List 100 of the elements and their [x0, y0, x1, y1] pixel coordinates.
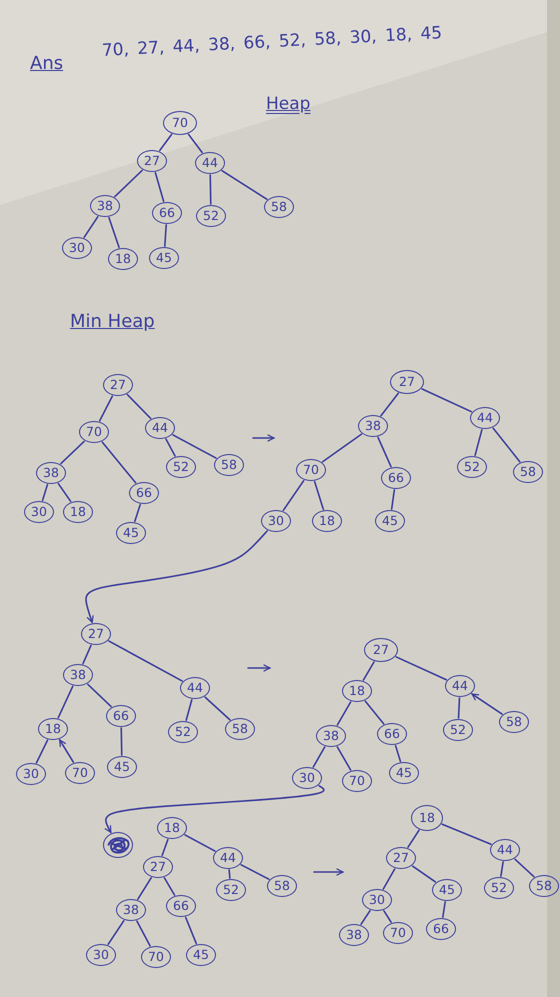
tree-node — [411, 805, 443, 831]
tree-node — [36, 462, 66, 484]
tree-edge — [312, 746, 326, 768]
tree-node — [129, 482, 159, 504]
tree-node — [180, 677, 210, 699]
tree-node — [389, 762, 419, 784]
node-value: 66 — [113, 710, 129, 722]
tree-node — [316, 725, 346, 747]
tree-node — [358, 415, 388, 437]
tree-edge — [228, 869, 231, 879]
node-value: 44 — [220, 852, 236, 864]
node-value: 18 — [115, 252, 131, 266]
tree-node — [79, 421, 109, 443]
node-value: 52 — [464, 460, 480, 474]
tree-node — [292, 767, 322, 789]
node-value: 18 — [419, 812, 435, 824]
node-value: 30 — [23, 768, 39, 780]
tree-edge — [185, 698, 193, 722]
tree-node — [186, 944, 216, 966]
arrow — [471, 693, 503, 715]
node-value: 18 — [164, 822, 180, 834]
node-value: 44 — [477, 412, 493, 424]
node-value: 45 — [156, 252, 172, 264]
tree-node — [196, 205, 226, 227]
tree-edge — [360, 910, 371, 926]
tree-edge — [240, 864, 270, 880]
node-value: 58 — [536, 880, 552, 892]
tree-edge — [36, 739, 48, 764]
node-value: 30 — [268, 514, 284, 528]
node-value: 38 — [97, 200, 113, 212]
node-value: 45 — [396, 766, 412, 780]
tree-edge — [380, 392, 400, 416]
tree-node — [24, 501, 54, 523]
tree-node — [443, 719, 473, 741]
tree-node — [116, 899, 146, 921]
node-value: 70 — [303, 464, 319, 476]
tree-node — [166, 456, 196, 478]
tree-node — [499, 711, 529, 733]
node-value: 18 — [70, 506, 86, 518]
tree-node — [213, 847, 243, 869]
node-value: 66 — [173, 900, 189, 912]
tree-node — [38, 718, 68, 740]
tree-node — [296, 459, 326, 481]
tree-edge — [137, 877, 152, 900]
tree-edge — [204, 696, 231, 721]
node-value: 70 — [349, 774, 365, 788]
tree-node — [490, 839, 520, 861]
tree-edge — [492, 428, 521, 462]
tree-edge — [107, 920, 125, 946]
node-value: 52 — [173, 460, 189, 474]
tree-edge — [108, 640, 183, 682]
node-value: 66 — [159, 206, 175, 220]
node-value: 58 — [232, 722, 248, 736]
node-value: 30 — [69, 242, 85, 254]
tree-edge — [161, 838, 169, 856]
node-value: 52 — [491, 882, 507, 894]
node-value: 45 — [193, 948, 209, 962]
node-value: 44 — [152, 422, 168, 434]
node-value: 45 — [114, 760, 130, 774]
node-value: 58 — [221, 458, 237, 472]
tree-edge — [407, 830, 420, 848]
node-value: 66 — [384, 728, 400, 740]
tree-node — [90, 195, 120, 217]
tree-edge — [421, 388, 472, 412]
node-value: 18 — [349, 684, 365, 698]
tree-node — [145, 417, 175, 439]
tree-edge — [221, 170, 268, 200]
tree-node — [107, 756, 137, 778]
answer-mark: Ans — [30, 54, 64, 75]
tree-node — [377, 723, 407, 745]
node-value: 52 — [450, 724, 466, 736]
tree-node — [364, 638, 398, 662]
crossed-out-node — [103, 832, 133, 858]
node-value: 44 — [497, 844, 513, 856]
node-value: 45 — [439, 884, 455, 896]
tree-edge — [136, 920, 151, 947]
node-value: 45 — [382, 514, 398, 528]
heading: Heap — [266, 95, 310, 115]
node-value: 52 — [203, 210, 219, 222]
node-value: 30 — [93, 948, 109, 962]
heading: Min Heap — [70, 312, 155, 333]
node-value: 27 — [393, 852, 409, 864]
tree-node — [267, 875, 297, 897]
node-value: 44 — [187, 682, 203, 694]
node-value: 18 — [45, 722, 61, 736]
tree-node — [163, 111, 197, 135]
tree-node — [195, 152, 225, 174]
node-value: 27 — [399, 376, 415, 388]
tree-edge — [412, 865, 436, 883]
tree-node — [81, 623, 111, 645]
tree-node — [362, 889, 392, 911]
tree-node — [426, 918, 456, 940]
node-value: 44 — [202, 156, 218, 170]
tree-node — [484, 877, 514, 899]
tree-edge — [441, 823, 492, 846]
tree-edge — [120, 727, 123, 756]
node-value: 58 — [274, 880, 290, 892]
node-value: 66 — [136, 486, 152, 500]
tree-node — [386, 847, 416, 869]
tree-edge — [60, 440, 85, 464]
